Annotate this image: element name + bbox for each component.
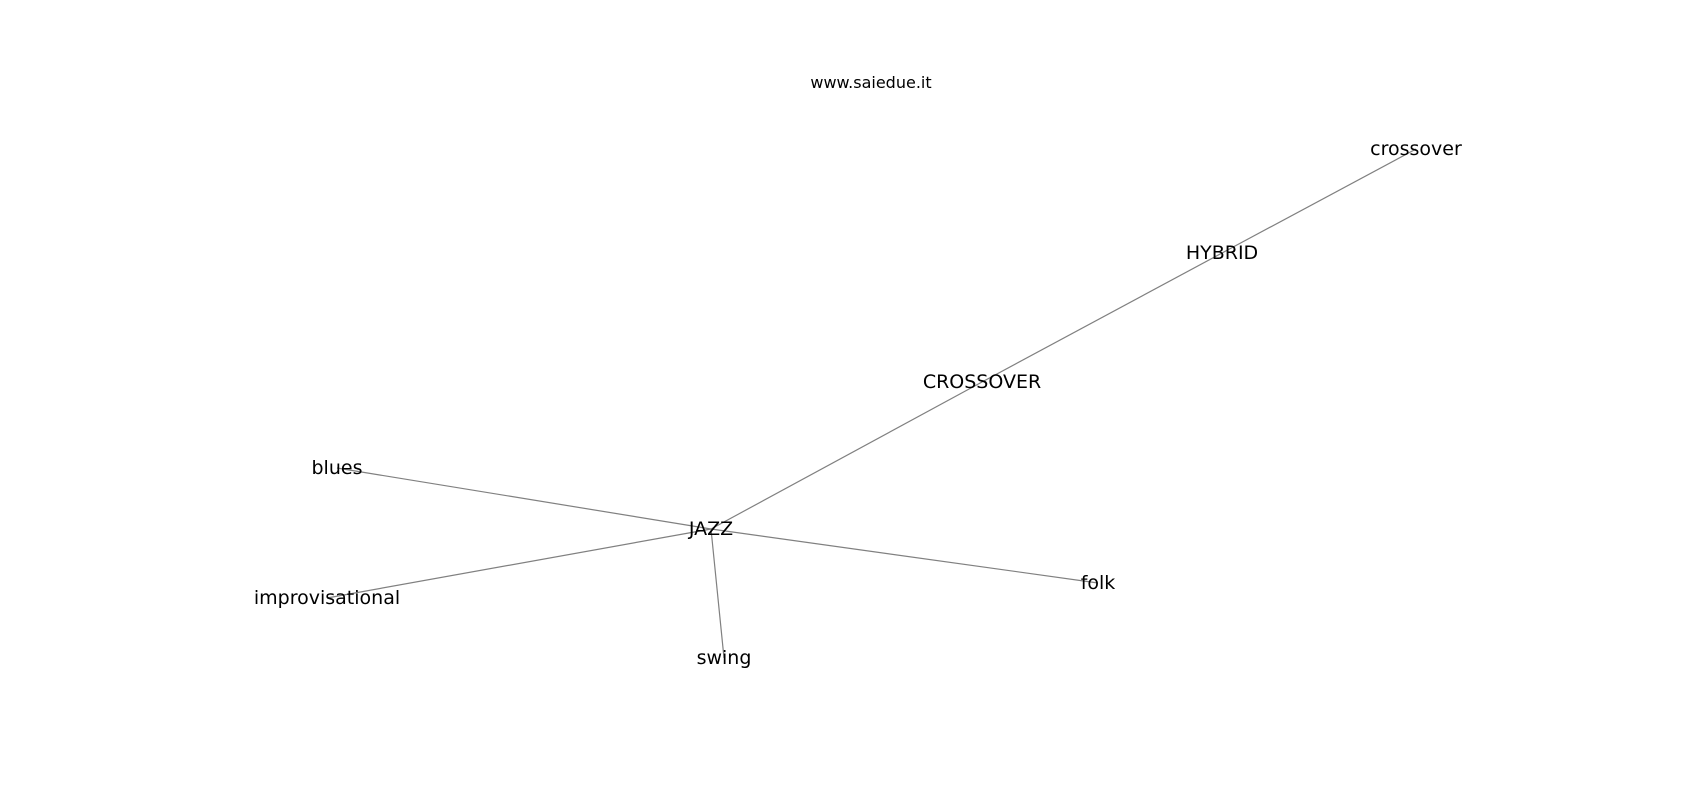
node-label-improvisational: improvisational — [254, 587, 400, 609]
edge-jazz-improvisational — [326, 528, 712, 599]
node-label-hybrid: HYBRID — [1186, 242, 1258, 264]
edge-jazz-blues — [336, 467, 712, 530]
node-label-swing: swing — [697, 647, 752, 669]
node-label-jazz: JAZZ — [688, 518, 733, 540]
node-label-folk: folk — [1081, 572, 1116, 594]
node-label-crossover_lower: crossover — [1370, 138, 1462, 160]
edge-crossover_upper-hybrid — [981, 252, 1223, 383]
node-label-crossover_upper: CROSSOVER — [923, 371, 1041, 393]
edges-layer — [326, 148, 1417, 659]
edge-hybrid-crossover_lower — [1221, 148, 1417, 254]
node-label-blues: blues — [312, 457, 363, 479]
edge-jazz-folk — [710, 528, 1099, 584]
edge-jazz-crossover_upper — [710, 381, 983, 530]
labels-layer: JAZZ blues improvisational swing folk CROSSOV… — [254, 138, 1462, 669]
site-caption: www.saiedue.it — [810, 73, 931, 92]
edge-jazz-swing — [710, 528, 725, 659]
